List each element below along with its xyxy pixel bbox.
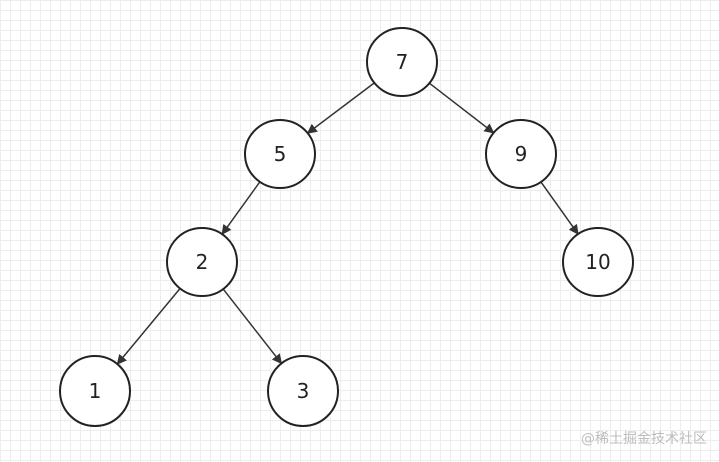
tree-node-n9: 9: [485, 119, 557, 189]
node-label: 1: [89, 379, 102, 403]
tree-node-n2: 2: [166, 227, 238, 297]
edges: [116, 82, 579, 365]
node-circle: [267, 355, 339, 427]
tree-node-n1: 1: [59, 355, 131, 427]
node-circle: [59, 355, 131, 427]
tree-node-n7: 7: [366, 27, 438, 97]
tree-node-n10: 10: [562, 227, 634, 297]
edge-n7-n5: [306, 82, 375, 134]
edge-n9-n10: [540, 181, 579, 235]
node-label: 2: [196, 250, 209, 274]
node-circle: [166, 227, 238, 297]
node-label: 5: [274, 142, 287, 166]
node-circle: [366, 27, 438, 97]
edge-n7-n9: [428, 82, 495, 134]
node-label: 7: [396, 50, 409, 74]
node-circle: [562, 227, 634, 297]
nodes: 7 5 9 2 10 1 3: [59, 27, 634, 427]
tree-node-n5: 5: [244, 119, 316, 189]
edge-n2-n1: [116, 287, 181, 365]
edge-n5-n2: [221, 181, 261, 235]
tree-node-n3: 3: [267, 355, 339, 427]
node-circle: [485, 119, 557, 189]
edge-n2-n3: [222, 288, 283, 365]
node-label: 10: [585, 250, 610, 274]
node-label: 9: [515, 142, 528, 166]
node-circle: [244, 119, 316, 189]
watermark: @稀土掘金技术社区: [581, 431, 707, 447]
node-label: 3: [297, 379, 310, 403]
